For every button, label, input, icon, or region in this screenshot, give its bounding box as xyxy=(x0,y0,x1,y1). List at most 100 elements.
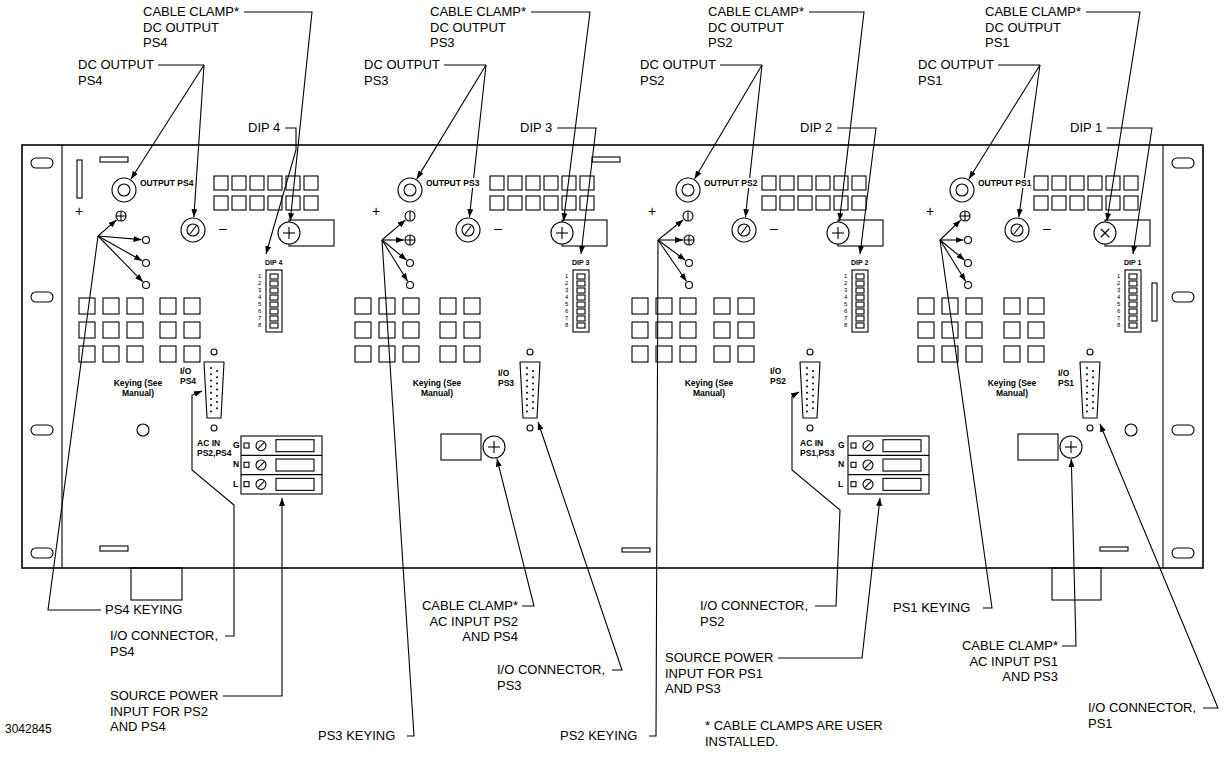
dsub-pin xyxy=(532,407,534,409)
vent-square xyxy=(632,346,648,362)
terminal-marking: G xyxy=(838,440,845,450)
panel-hole xyxy=(1125,424,1137,436)
dsub-pin xyxy=(806,379,808,381)
terminal-marking: N xyxy=(233,459,239,469)
keying-pin xyxy=(684,235,694,245)
terminal-opening xyxy=(883,459,921,471)
leader-line xyxy=(809,12,864,221)
panel-marking: – xyxy=(1043,220,1051,237)
vent-slot xyxy=(100,546,128,551)
dsub-pin xyxy=(526,392,528,394)
label-holder: DIP 3 xyxy=(572,259,589,267)
dip-switch-lever xyxy=(856,281,864,286)
dip-position-numbers: 1 2 3 4 5 6 7 8 xyxy=(258,273,263,329)
dc-terminal-stud xyxy=(187,224,199,236)
dsub-pin xyxy=(1092,401,1094,403)
leader-line xyxy=(382,240,408,281)
vent-square xyxy=(440,322,456,338)
leader-line xyxy=(940,239,964,240)
terminal-screw xyxy=(863,460,873,470)
dsub-pin xyxy=(812,376,814,378)
leader-line xyxy=(538,422,622,670)
dip-switch-lever xyxy=(270,309,278,314)
callout-label: CABLE CLAMP* DC OUTPUT PS2 xyxy=(708,4,808,51)
keying-hole xyxy=(965,260,972,267)
label-holder: 1 2 3 4 5 6 7 8 xyxy=(258,273,263,329)
cable-clamp-screw xyxy=(551,222,573,244)
dsub-connector xyxy=(1080,362,1100,418)
panel-drawing xyxy=(22,12,1218,736)
screw-slot xyxy=(258,443,264,449)
vent-square xyxy=(355,346,371,362)
vent-square xyxy=(918,346,934,362)
rack-ear-slot xyxy=(1172,548,1194,558)
vent-square xyxy=(250,196,264,210)
dip-position-numbers: 1 2 3 4 5 6 7 8 xyxy=(1117,273,1122,329)
keying-hole xyxy=(143,237,150,244)
terminal-marking: N xyxy=(838,459,844,469)
screw-slot xyxy=(1101,229,1109,237)
leader-line xyxy=(98,236,143,282)
leader-line xyxy=(658,240,685,260)
vent-square xyxy=(816,176,830,190)
panel-marking: I/O PS2 xyxy=(770,366,788,386)
vent-square xyxy=(490,196,504,210)
dsub-pin xyxy=(812,389,814,391)
vent-square xyxy=(403,346,419,362)
vent-square xyxy=(1034,196,1048,210)
callout-label: PS4 KEYING xyxy=(105,602,182,618)
label-holder: Keying (See Manual) xyxy=(409,378,465,398)
leader-line xyxy=(469,65,486,217)
dsub-pin xyxy=(1092,382,1094,384)
leader-line xyxy=(658,239,683,240)
dsub-pin xyxy=(526,404,528,406)
label-holder: – xyxy=(1043,220,1051,237)
callout-label: DIP 3 xyxy=(520,120,552,136)
vent-square xyxy=(1052,196,1066,210)
vent-square xyxy=(966,322,982,338)
label-holder: I/O PS1 xyxy=(1058,368,1076,388)
vent-square xyxy=(440,346,456,362)
callout-label: DIP 1 xyxy=(1070,120,1102,136)
panel-marking: AC IN PS1,PS3 xyxy=(800,438,836,458)
dip-switch-lever xyxy=(577,316,585,321)
label-holder: G xyxy=(233,440,240,450)
leader-line xyxy=(497,459,534,606)
dip-switch-lever xyxy=(856,288,864,293)
screw-slot xyxy=(865,443,871,449)
vent-square xyxy=(103,322,119,338)
label-holder: OUTPUT PS4 xyxy=(140,178,193,188)
dip-switch-lever xyxy=(856,302,864,307)
vent-slot xyxy=(1100,547,1128,551)
dsub-pin xyxy=(526,373,528,375)
dip-switch-body xyxy=(266,270,282,332)
dsub-pin xyxy=(216,389,218,391)
callout-label: CABLE CLAMP* AC INPUT PS1 AND PS3 xyxy=(958,638,1058,685)
dsub-pin xyxy=(1086,386,1088,388)
leader-line xyxy=(1019,65,1040,217)
label-holder: N xyxy=(838,459,844,469)
leader-line xyxy=(531,12,590,221)
callout-label: I/O CONNECTOR, PS1 xyxy=(1088,700,1203,731)
dip-switch-lever xyxy=(856,309,864,314)
dsub-pin xyxy=(1086,379,1088,381)
dip-switch-lever xyxy=(270,281,278,286)
dsub-pin xyxy=(812,382,814,384)
leader-lines xyxy=(48,12,1218,736)
dc-terminal-stud xyxy=(738,224,750,236)
dsub-pin xyxy=(806,367,808,369)
vent-square xyxy=(1028,298,1044,314)
label-holder: OUTPUT PS3 xyxy=(426,178,479,188)
vent-square xyxy=(656,346,672,362)
leader-line xyxy=(778,498,880,658)
dc-terminal-stud xyxy=(404,184,416,196)
label-holder: PS2 KEYING xyxy=(560,728,637,744)
keying-hole xyxy=(686,282,693,289)
label-holder: PS1 KEYING xyxy=(893,600,970,616)
cable-clamp-screw xyxy=(483,436,505,458)
dsub-pin xyxy=(210,398,212,400)
vent-square xyxy=(440,298,456,314)
label-holder: DC OUTPUT PS4 xyxy=(78,57,158,88)
cable-clamp-strap xyxy=(1018,434,1058,460)
